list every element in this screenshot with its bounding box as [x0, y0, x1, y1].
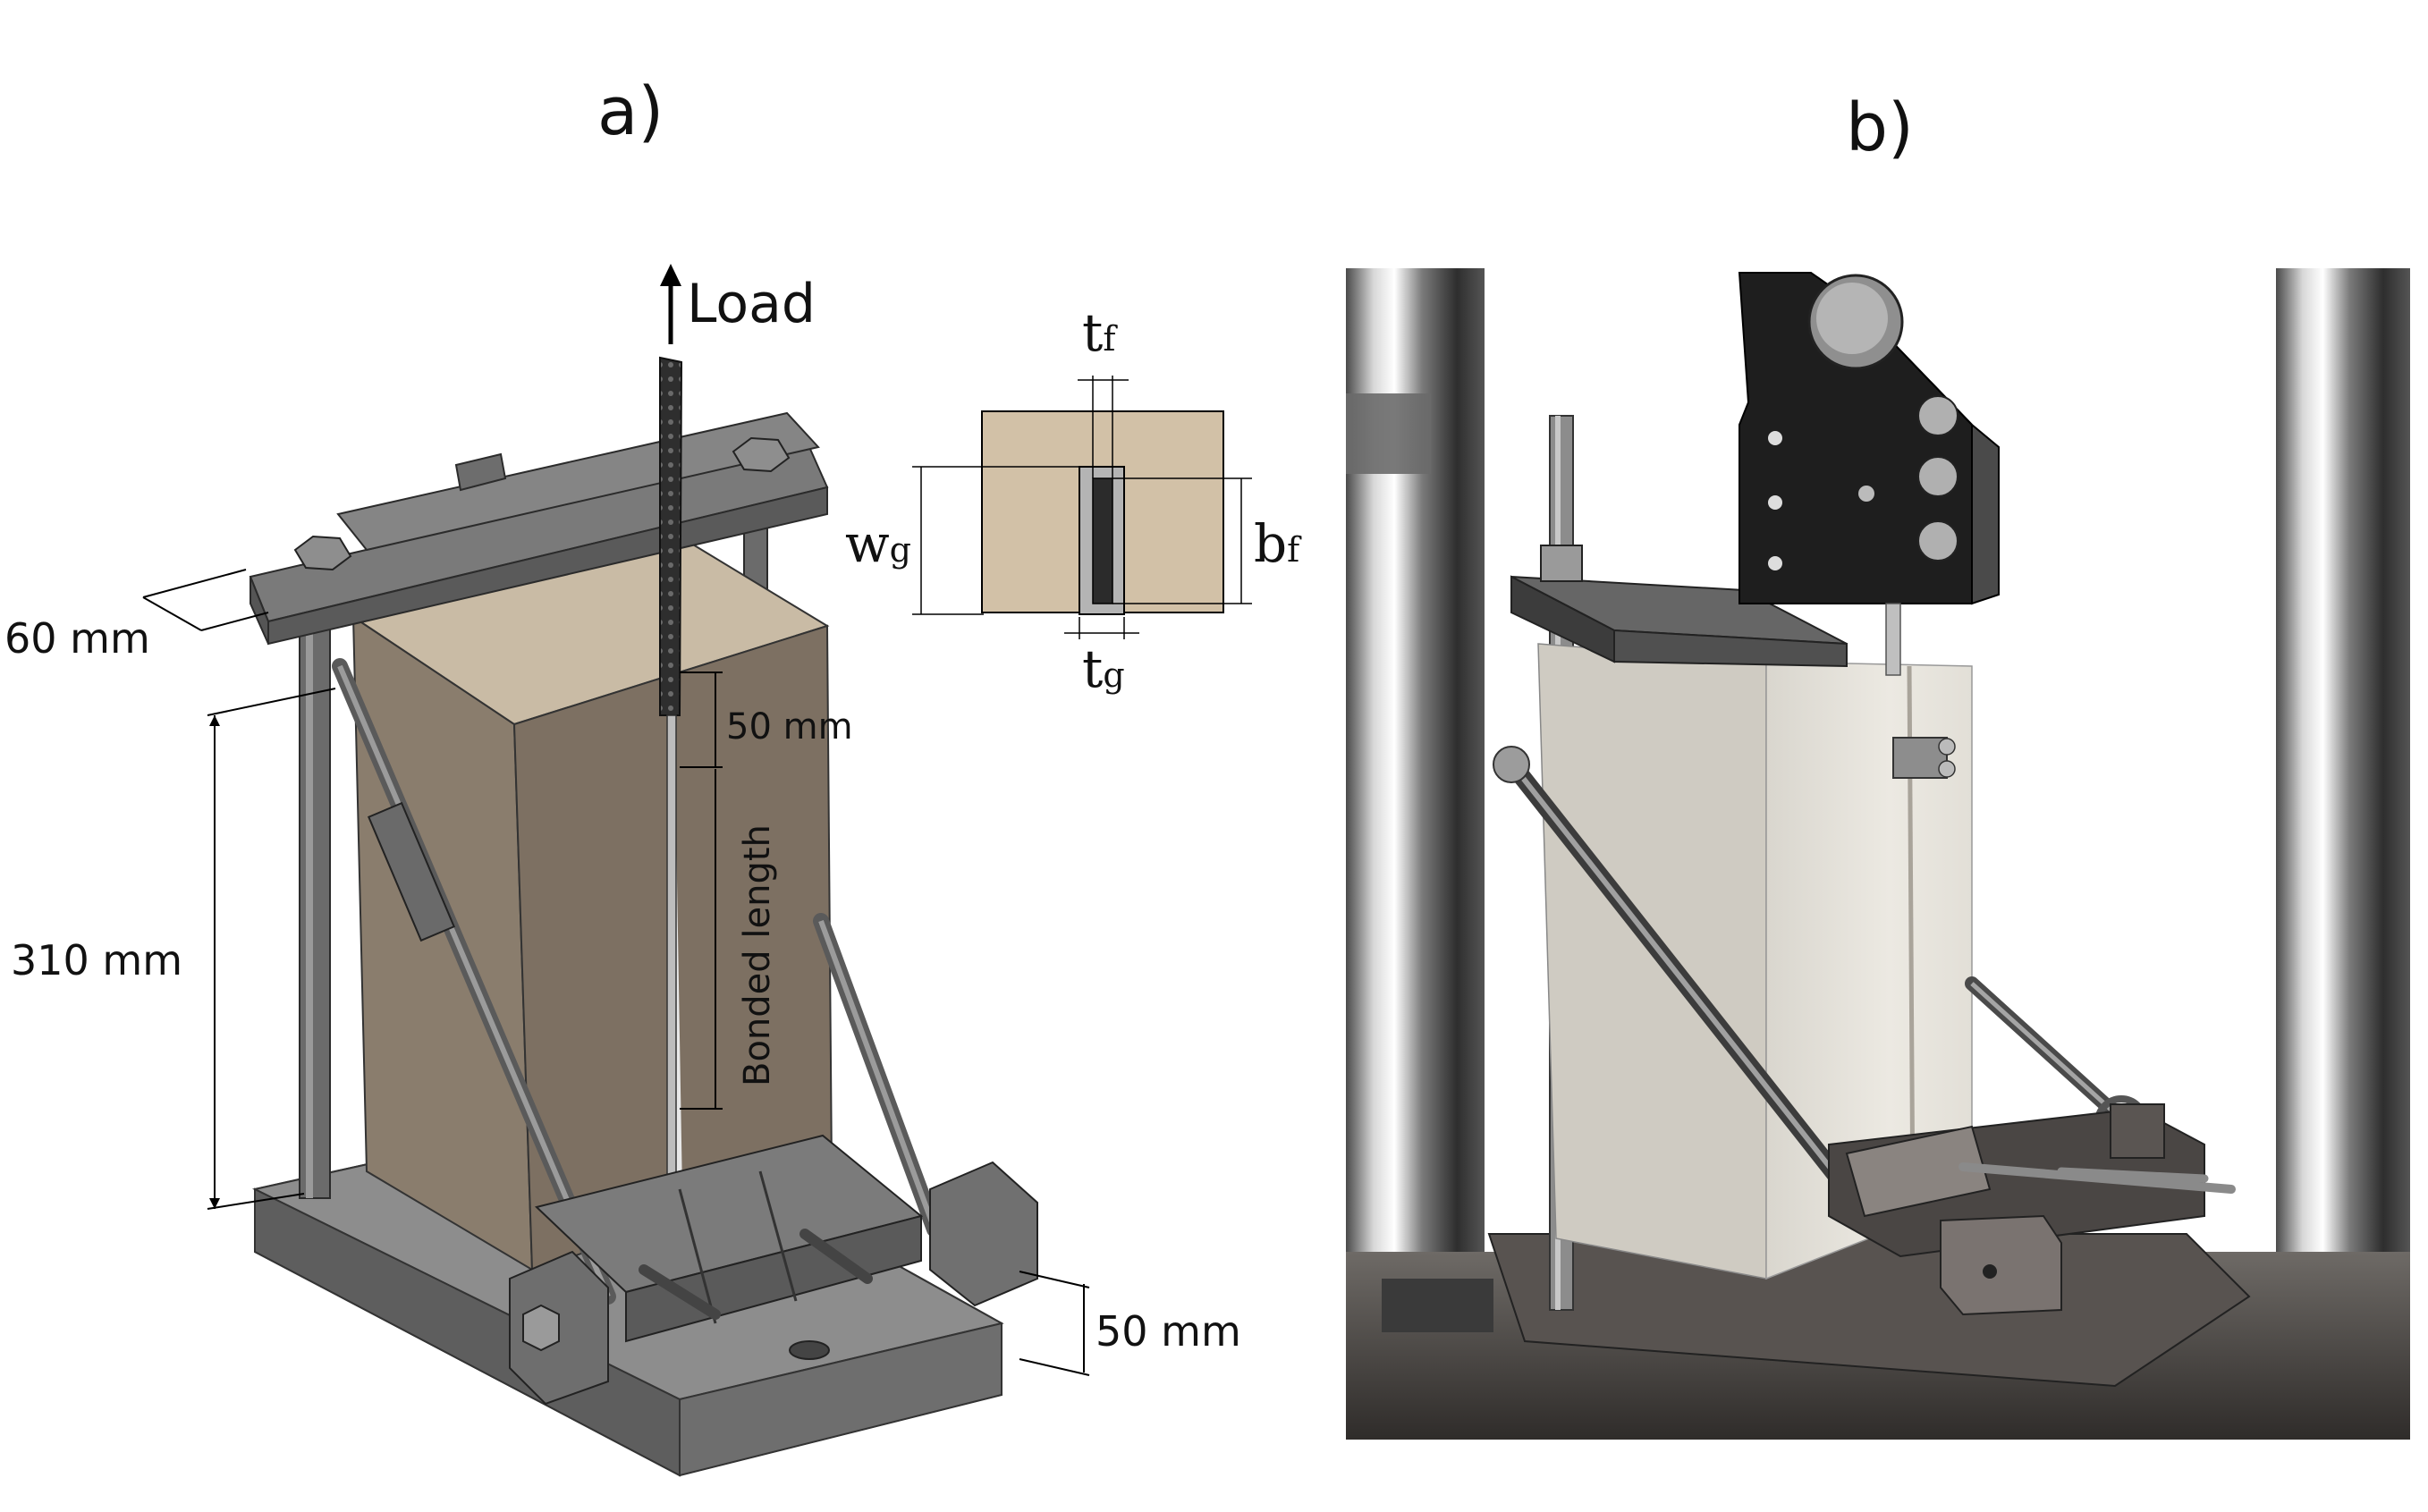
machine-column-right [2276, 268, 2410, 1270]
test-setup-drawing: Load [4, 264, 1302, 1477]
dim-base-label: 50 mm [1096, 1307, 1241, 1356]
dim-310mm [207, 688, 336, 1210]
dim-embed-label: 50 mm [726, 706, 853, 748]
top-clamp-plate [1510, 545, 1848, 668]
bf-label: bf [1254, 513, 1302, 574]
dim-bonded-label: Bonded length [737, 824, 778, 1086]
test-setup-photo [1346, 268, 2410, 1440]
dim-60mm [142, 569, 269, 631]
cross-section [912, 376, 1252, 639]
wg-label: wg [845, 513, 911, 574]
top-plate [249, 411, 829, 646]
machine-column-left [1346, 268, 1485, 1440]
dim-embed [680, 672, 723, 1110]
dim-60mm-label: 60 mm [4, 614, 150, 663]
base-clamp [1828, 1103, 2236, 1316]
panel-b-label: b) [1846, 89, 1914, 166]
bar-anchor-clamp [1892, 737, 1956, 779]
concrete-block [351, 535, 833, 1271]
rebar [659, 356, 683, 1199]
base-clamp-frame [509, 1134, 1038, 1406]
tg-label: tg [1082, 638, 1125, 699]
right-turnbuckle [813, 913, 943, 1237]
machine-base [1346, 1233, 2410, 1440]
tf-label: tf [1082, 302, 1118, 363]
loading-grip [1738, 272, 2000, 676]
panel-a-label: a) [597, 73, 664, 150]
load-arrow [660, 264, 681, 344]
left-brace [1493, 746, 1891, 1243]
dim-310mm-label: 310 mm [11, 936, 182, 984]
left-turnbuckle [332, 658, 616, 1305]
dim-base [1019, 1271, 1090, 1376]
load-label: Load [687, 273, 816, 335]
